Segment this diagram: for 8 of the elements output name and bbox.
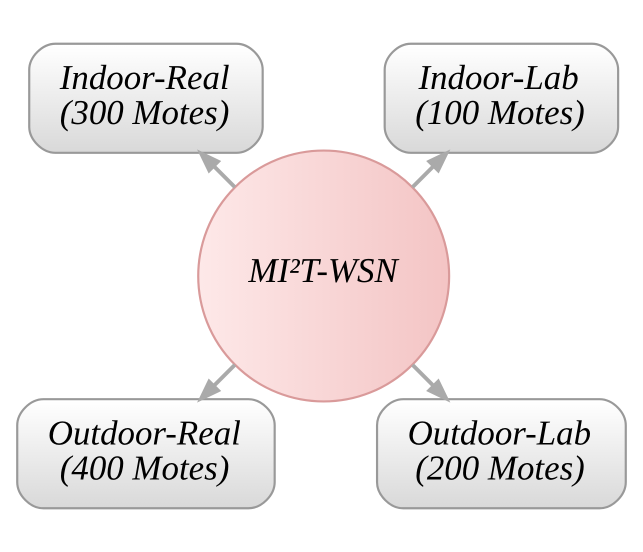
node-box: Outdoor-Lab (200 Motes) (376, 398, 627, 510)
arrow (197, 149, 236, 189)
arrow (411, 363, 450, 403)
node-box: Outdoor-Real (400 Motes) (16, 398, 276, 510)
arrow (411, 149, 450, 189)
arrow (197, 363, 236, 403)
node-box: Indoor-Lab (100 Motes) (384, 42, 620, 154)
node-box: Indoor-Real (300 Motes) (28, 42, 264, 154)
